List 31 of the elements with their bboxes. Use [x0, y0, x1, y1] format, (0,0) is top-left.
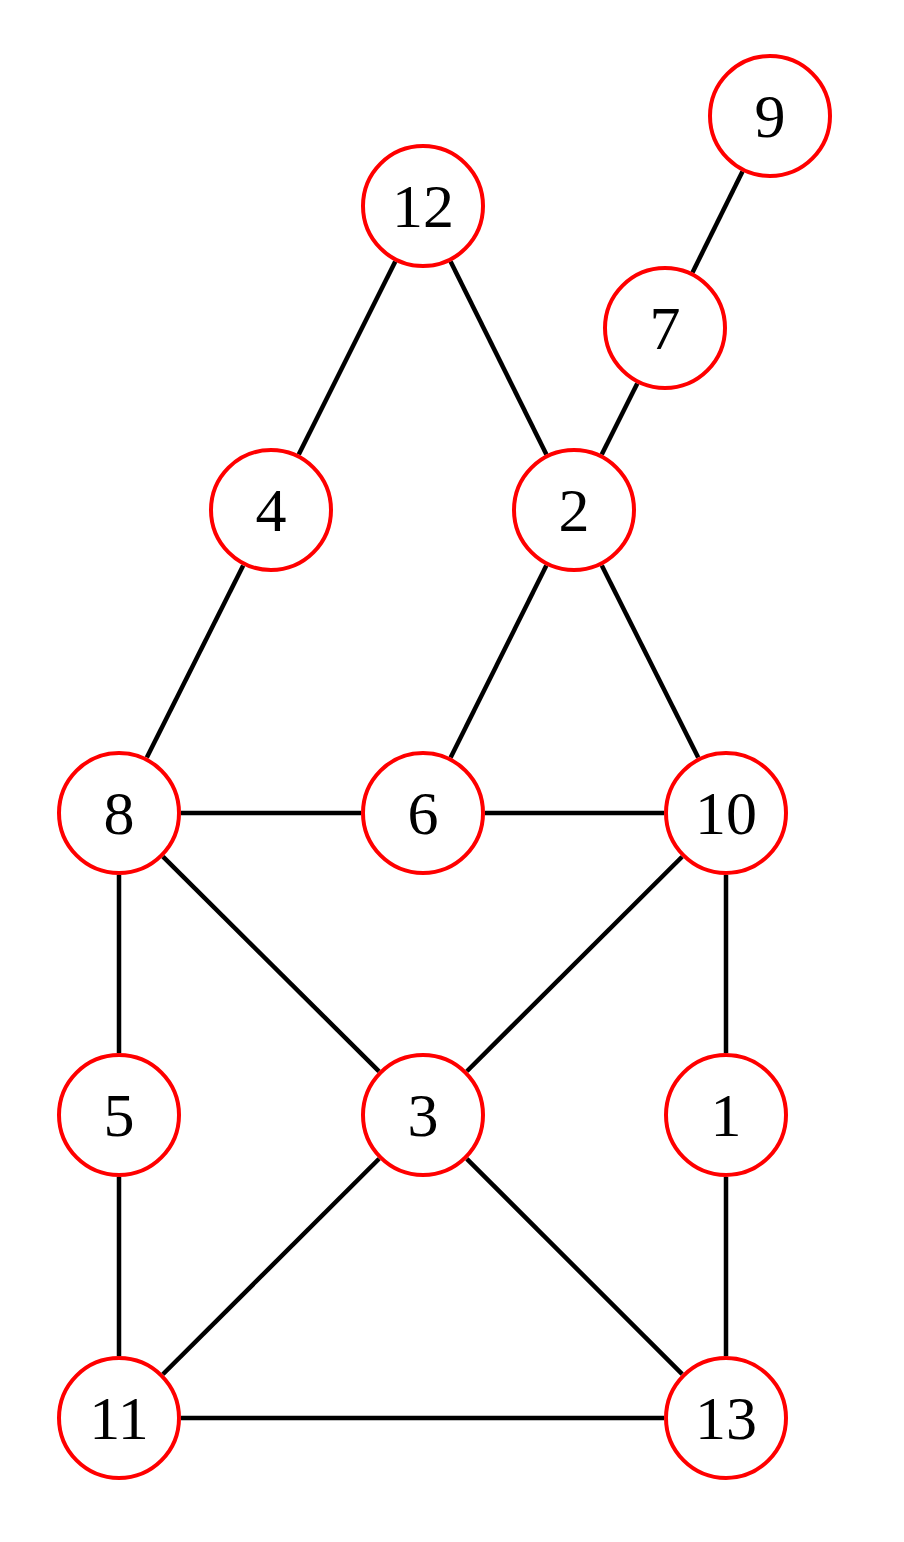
connector-line — [116, 1177, 122, 1356]
node-label: 13 — [695, 1387, 757, 1449]
connector-line — [144, 564, 246, 759]
connector-line — [448, 564, 549, 759]
node-label: 1 — [710, 1084, 742, 1146]
connector-line — [116, 875, 122, 1053]
node-label: 5 — [103, 1084, 135, 1146]
node-label: 3 — [407, 1084, 439, 1146]
node-label: 7 — [649, 297, 681, 359]
connector-line — [690, 170, 745, 274]
node-label: 4 — [255, 479, 287, 541]
node-label: 11 — [89, 1387, 149, 1449]
connector-line — [181, 810, 361, 816]
connector-line — [161, 1157, 381, 1376]
connector-line — [723, 875, 729, 1053]
connector-line — [465, 1157, 684, 1376]
node-label: 9 — [754, 85, 786, 147]
node-label: 2 — [558, 479, 590, 541]
connector-line — [181, 1415, 664, 1421]
connector-line — [599, 382, 640, 456]
connector-line — [465, 855, 684, 1073]
node-label: 6 — [407, 782, 439, 844]
node-label: 12 — [392, 175, 454, 237]
connector-line — [161, 855, 381, 1073]
connector-line — [448, 260, 549, 456]
connector-line — [723, 1177, 729, 1356]
connector-line — [485, 810, 664, 816]
node-label: 10 — [695, 782, 757, 844]
node-label: 8 — [103, 782, 135, 844]
connector-line — [296, 260, 398, 456]
connector-line — [599, 564, 701, 759]
